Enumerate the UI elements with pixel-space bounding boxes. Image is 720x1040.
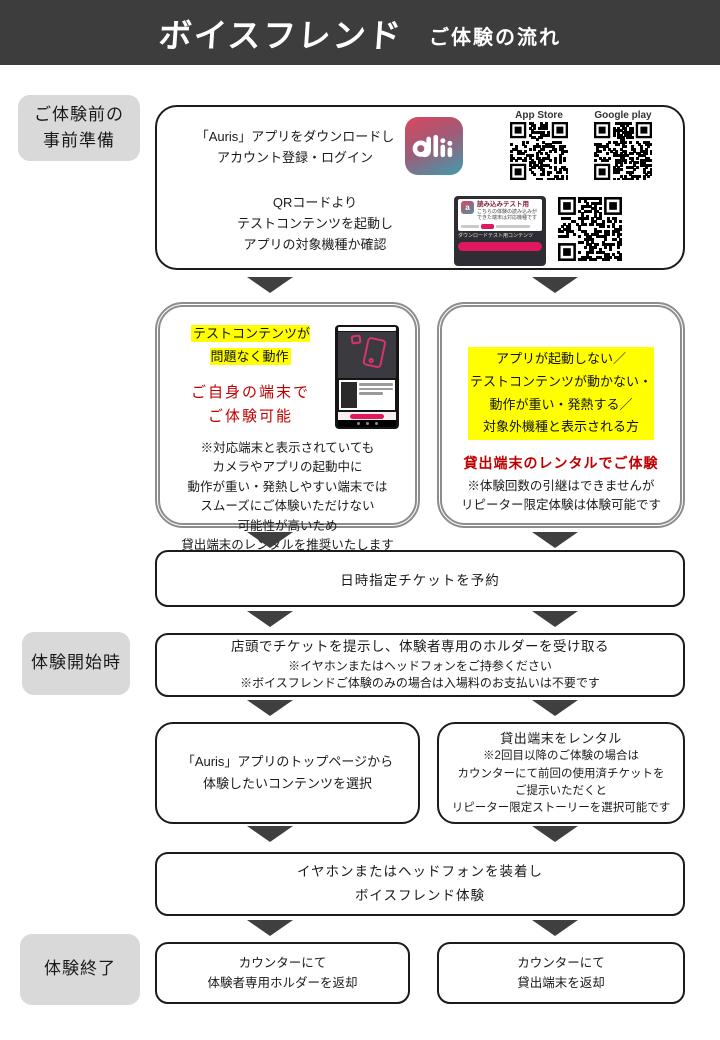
rental-title: 貸出端末をレンタル [500,730,622,746]
app-store-qr-code-icon [510,122,568,180]
nav-dot [365,422,369,425]
phone-doodle-icon [350,334,386,369]
flow-arrow-down-icon [247,920,293,936]
brand-logo: ボイスフレンド [157,15,405,55]
flow-arrow-down-icon [532,826,578,842]
flow-arrow-down-icon [532,611,578,627]
nav-dot [374,422,378,425]
branch-own-device-box: テストコンテンツが 問題なく動作 ご自身の端末で ご体験可能 [155,302,420,552]
experience-text: イヤホンまたはヘッドフォンを装着し ボイスフレンド体験 [296,863,544,903]
google-play-qr-code-icon [594,122,652,180]
auris-app-icon [405,117,463,175]
page-title: ご体験の流れ [429,27,561,49]
reserve-ticket-box: 日時指定チケットを予約 [155,550,685,607]
test-card-caption: ダウンロードテスト用コンテンツ [458,232,534,239]
rental-detail-note: ※2回目以降のご体験の場合は カウンターにて前回の使用済チケットを ご提示いただ… [451,750,671,814]
rental-device-box: 貸出端末をレンタル ※2回目以降のご体験の場合は カウンターにて前回の使用済チケ… [437,722,685,824]
phone-card-thumbnail [341,382,357,408]
nav-dot [356,422,360,425]
header-banner: ボイスフレンド ご体験の流れ [0,0,720,65]
test-card-body: a 読み込みテスト用 こちらの体験の読み込みが できた端末は対応機種です [458,199,542,231]
experience-box: イヤホンまたはヘッドフォンを装着し ボイスフレンド体験 [155,852,685,916]
test-card-title: 読み込みテスト用 [477,201,529,208]
app-screen-illustration [335,325,399,429]
flow-arrow-down-icon [532,277,578,293]
stage-label-preparation: ご体験前の 事前準備 [18,95,140,161]
test-card-desc: こちらの体験の読み込みが できた端末は対応機種です [477,208,538,222]
text-line [359,387,393,390]
reserve-ticket-text: 日時指定チケットを予約 [340,572,500,588]
flow-arrow-down-icon [247,826,293,842]
phone-pink-button [350,413,384,419]
return-holder-text: カウンターにて 体験者専用ホルダーを返却 [207,956,358,990]
test-ok-highlight: テストコンテンツが 問題なく動作 [190,325,310,365]
test-card-meta-row [461,223,539,229]
test-content-qr-code-icon [558,197,622,261]
text-line [359,383,393,386]
flow-arrow-down-icon [532,700,578,716]
auris-app-icon-small: a [461,201,474,214]
return-device-text: カウンターにて 貸出端末を返却 [517,956,605,990]
flow-arrow-down-icon [247,277,293,293]
stage-label-end: 体験終了 [20,934,140,1005]
app-store-label: App Store [515,110,563,121]
download-instruction: 「Auris」アプリをダウンロードし アカウント登録・ログイン [195,129,395,165]
phone-card [339,380,395,410]
step-download-box: 「Auris」アプリをダウンロードし アカウント登録・ログイン QRコードより … [155,105,685,270]
text-line [359,392,383,395]
qr-check-instruction: QRコードより テストコンテンツを起動し アプリの対象機種か確認 [236,195,393,252]
flow-arrow-down-icon [532,920,578,936]
app-trouble-highlight: アプリが起動しない／ テストコンテンツが動かない・ 動作が重い・発熱する／ 対象… [467,347,654,440]
return-device-box: カウンターにて 貸出端末を返却 [437,942,685,1004]
flow-arrow-down-icon [532,532,578,548]
checkin-note1: ※イヤホンまたはヘッドフォンをご持参ください [288,658,552,673]
checkin-box: 店頭でチケットを提示し、体験者専用のホルダーを受け取る ※イヤホンまたはヘッドフ… [155,633,685,697]
phone-status-bar [338,327,396,331]
flow-arrow-down-icon [247,611,293,627]
rental-note: ※体験回数の引継はできませんが リピーター限定体験は体験可能です [460,479,661,513]
select-content-box: 「Auris」アプリのトップページから 体験したいコンテンツを選択 [155,722,420,824]
own-device-result: ご自身の端末で ご体験可能 [190,383,310,425]
checkin-note2: ※ボイスフレンドご体験のみの場合は入場料のお支払いは不要です [240,676,600,691]
loading-test-screenshot: a 読み込みテスト用 こちらの体験の読み込みが できた端末は対応機種です ダウン… [454,196,546,266]
rental-result: 貸出端末のレンタルでご体験 [463,455,659,471]
test-card-load-button [458,242,542,252]
return-holder-box: カウンターにて 体験者専用ホルダーを返却 [155,942,410,1004]
select-content-text: 「Auris」アプリのトップページから 体験したいコンテンツを選択 [181,753,394,791]
phone-bottom-area [338,412,396,420]
meta-text-bar [461,224,479,228]
flow-arrow-down-icon [247,700,293,716]
google-play-label: Google play [594,110,652,121]
auris-logo-glyph [412,134,453,158]
checkin-main-text: 店頭でチケットを提示し、体験者専用のホルダーを受け取る [231,639,609,655]
phone-nav-bar [338,420,396,427]
meta-text-bar [496,224,530,228]
flow-arrow-down-icon [247,532,293,548]
stage-label-start: 体験開始時 [22,632,130,695]
meta-pink-chip [481,223,494,229]
branch-rental-needed-box: アプリが起動しない／ テストコンテンツが動かない・ 動作が重い・発熱する／ 対象… [437,302,685,528]
phone-screen [338,332,396,378]
